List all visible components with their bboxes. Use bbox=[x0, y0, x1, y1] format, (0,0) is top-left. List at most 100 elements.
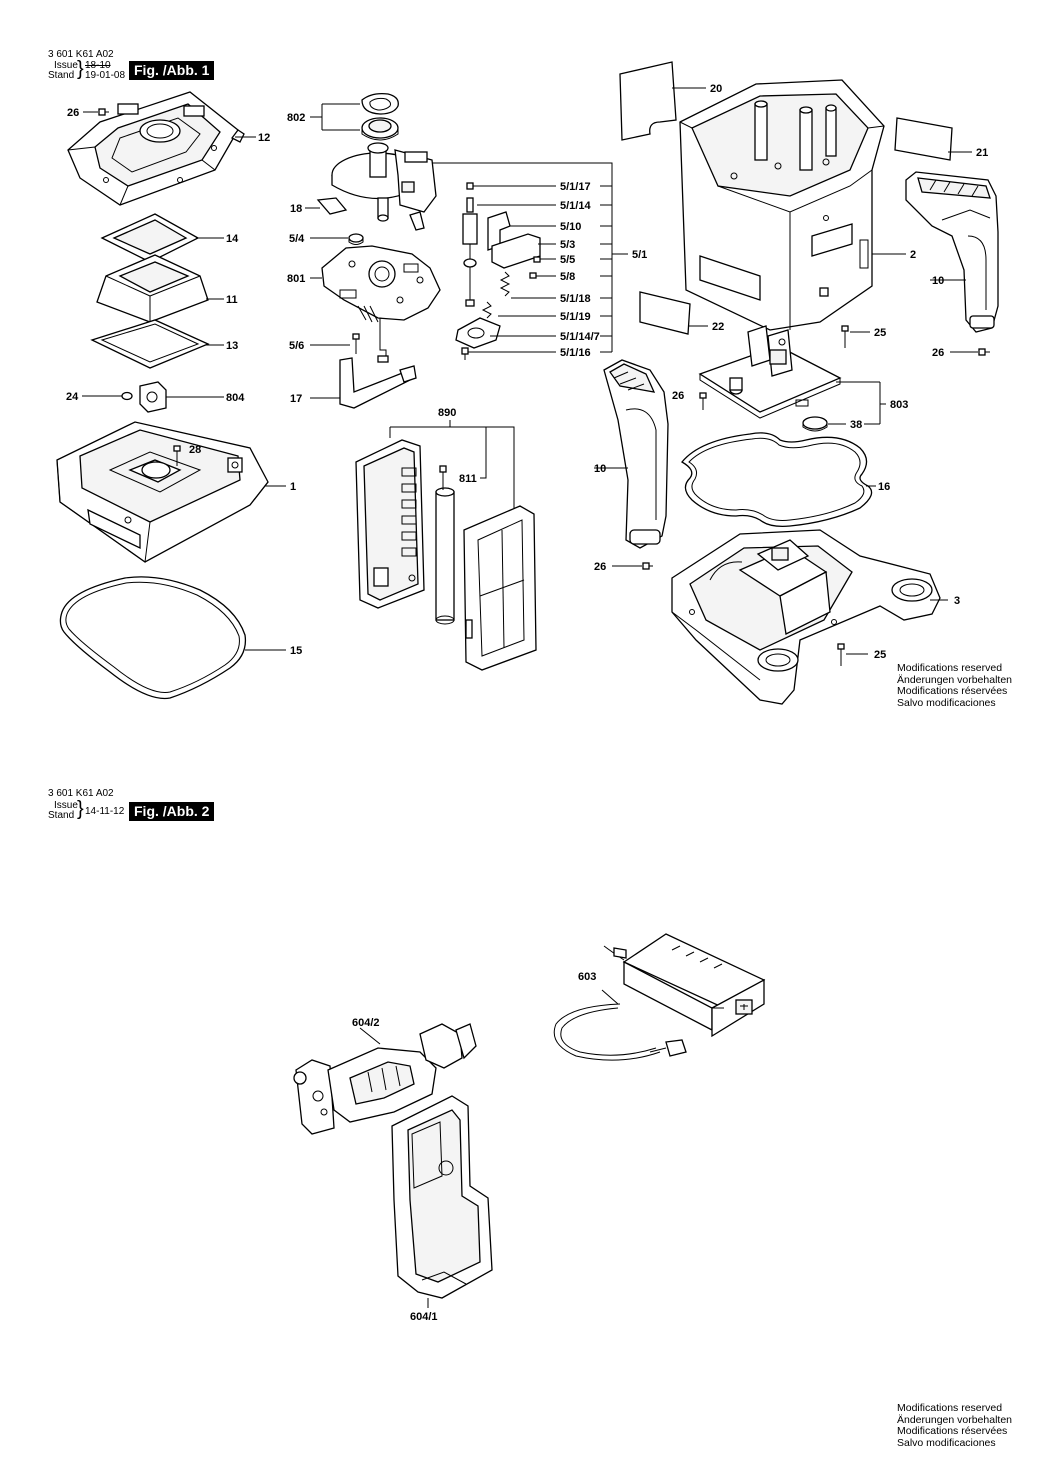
battery-cell-38 bbox=[802, 416, 846, 432]
label-2: 2 bbox=[910, 249, 916, 261]
label-5-10: 5/10 bbox=[560, 221, 581, 233]
label-802: 802 bbox=[287, 112, 305, 124]
bushing-5-4 bbox=[310, 233, 364, 245]
window-glass-14 bbox=[100, 213, 200, 263]
label-10-center: 10 bbox=[594, 463, 606, 475]
label-26-center: 26 bbox=[672, 390, 684, 402]
flex-cable-17 bbox=[339, 357, 417, 409]
note-line: Salvo modificaciones bbox=[897, 696, 996, 709]
spindle-5-1-14 bbox=[462, 197, 556, 307]
top-cover-12 bbox=[67, 91, 245, 206]
fig1-title: Fig. /Abb. 1 bbox=[129, 61, 215, 80]
label-22 bbox=[639, 291, 708, 335]
label-5-1-14-7: 5/1/14/7 bbox=[560, 331, 600, 343]
bracket-5-10 bbox=[487, 211, 556, 251]
fig2-part-number: 3 601 K61 A02 bbox=[48, 788, 114, 799]
label-803: 803 bbox=[890, 399, 908, 411]
screw-5-5 bbox=[533, 256, 556, 263]
screw-5-1-17 bbox=[466, 182, 556, 190]
label-11: 11 bbox=[226, 294, 238, 306]
screw-5-1-16 bbox=[461, 347, 556, 360]
label-24: 24 bbox=[66, 391, 79, 403]
fig1-part-number: 3 601 K61 A02 bbox=[48, 49, 114, 60]
fig2-issue-label: Issue bbox=[54, 800, 78, 811]
label-5-1: 5/1 bbox=[632, 249, 647, 261]
pouch-604-1 bbox=[391, 1095, 493, 1308]
rod-clamp-604-2 bbox=[293, 1023, 477, 1135]
fig1-issue-value: 18-10 bbox=[85, 60, 111, 71]
label-13: 13 bbox=[226, 340, 238, 352]
label-14: 14 bbox=[226, 233, 239, 245]
label-604-1: 604/1 bbox=[410, 1311, 438, 1323]
label-21 bbox=[894, 117, 972, 161]
label-5-1-16: 5/1/16 bbox=[560, 347, 591, 359]
note-line: Modifications réservées bbox=[897, 685, 1008, 697]
screw-26-top bbox=[83, 108, 109, 116]
power-cord bbox=[553, 989, 687, 1061]
label-5-5: 5/5 bbox=[560, 254, 575, 266]
label-22: 22 bbox=[712, 321, 724, 333]
fig1-stand-value: 19-01-08 bbox=[85, 70, 126, 81]
gasket-5-1-19 bbox=[455, 315, 556, 349]
label-20: 20 bbox=[710, 83, 722, 95]
screw-5-8 bbox=[529, 272, 556, 279]
label-890: 890 bbox=[438, 407, 456, 419]
label-26-right: 26 bbox=[932, 347, 944, 359]
fig1-brace: } bbox=[77, 58, 84, 80]
sensor-804 bbox=[139, 381, 224, 413]
label-5-4: 5/4 bbox=[289, 233, 305, 245]
note-line: Änderungen vorbehalten bbox=[897, 1413, 1013, 1426]
label-3: 3 bbox=[954, 595, 960, 607]
fig2-title: Fig. /Abb. 2 bbox=[129, 802, 215, 821]
label-603: 603 bbox=[578, 971, 596, 983]
label-5-3: 5/3 bbox=[560, 239, 575, 251]
label-5-1-19: 5/1/19 bbox=[560, 311, 591, 323]
screw-26-center bbox=[699, 392, 707, 410]
screw-26-lower bbox=[612, 562, 653, 570]
label-26-top: 26 bbox=[67, 107, 79, 119]
fig2-brace: } bbox=[77, 798, 84, 820]
note-line: Salvo modificaciones bbox=[897, 1436, 996, 1449]
note-line: Modifications réservées bbox=[897, 1425, 1008, 1437]
circuit-board-801 bbox=[321, 245, 441, 363]
spring-5-1-18 bbox=[481, 271, 556, 319]
screw-25-bottom bbox=[837, 643, 868, 666]
bottom-housing-3 bbox=[671, 529, 941, 705]
label-804: 804 bbox=[226, 392, 245, 404]
label-5-1-17: 5/1/17 bbox=[560, 181, 591, 193]
screw-5-6 bbox=[310, 333, 360, 354]
label-1: 1 bbox=[290, 481, 296, 493]
label-5-1-14: 5/1/14 bbox=[560, 200, 591, 212]
handle-10-right bbox=[905, 171, 999, 333]
base-housing-1 bbox=[56, 421, 269, 563]
part-labels: 26 12 14 11 13 24 804 28 1 15 802 18 5/4… bbox=[66, 83, 988, 1323]
label-18: 18 bbox=[290, 203, 302, 215]
flex-cable-18 bbox=[305, 197, 348, 215]
fig2-stand-label: Stand bbox=[48, 810, 75, 821]
screw-25-top bbox=[841, 325, 870, 348]
battery-holder-890 bbox=[355, 439, 425, 609]
label-604-2: 604/2 bbox=[352, 1017, 380, 1029]
control-board-803 bbox=[698, 325, 886, 425]
screw-26-right bbox=[950, 348, 990, 356]
lens-24 bbox=[82, 391, 133, 401]
label-16: 16 bbox=[878, 481, 890, 493]
modification-notes-fig2: Modifications reserved Änderungen vorbeh… bbox=[897, 1402, 1013, 1449]
label-20 bbox=[619, 61, 706, 141]
window-seal-13 bbox=[90, 319, 210, 369]
fig2-date-value: 14-11-12 bbox=[85, 806, 125, 817]
note-line: Modifications reserved bbox=[897, 662, 1003, 674]
charger-603 bbox=[603, 933, 766, 1038]
label-25-bottom: 25 bbox=[874, 649, 886, 661]
rotor-head-assembly bbox=[331, 142, 437, 231]
note-line: Modifications reserved bbox=[897, 1402, 1003, 1414]
screw-28 bbox=[173, 445, 181, 466]
window-frame-11 bbox=[96, 254, 209, 323]
label-28: 28 bbox=[189, 444, 201, 456]
label-811: 811 bbox=[459, 473, 477, 485]
base-seal-15 bbox=[59, 576, 247, 700]
fig1-stand-label: Stand bbox=[48, 70, 75, 81]
main-housing-2 bbox=[679, 79, 885, 331]
label-25-top: 25 bbox=[874, 327, 886, 339]
label-21: 21 bbox=[976, 147, 988, 159]
